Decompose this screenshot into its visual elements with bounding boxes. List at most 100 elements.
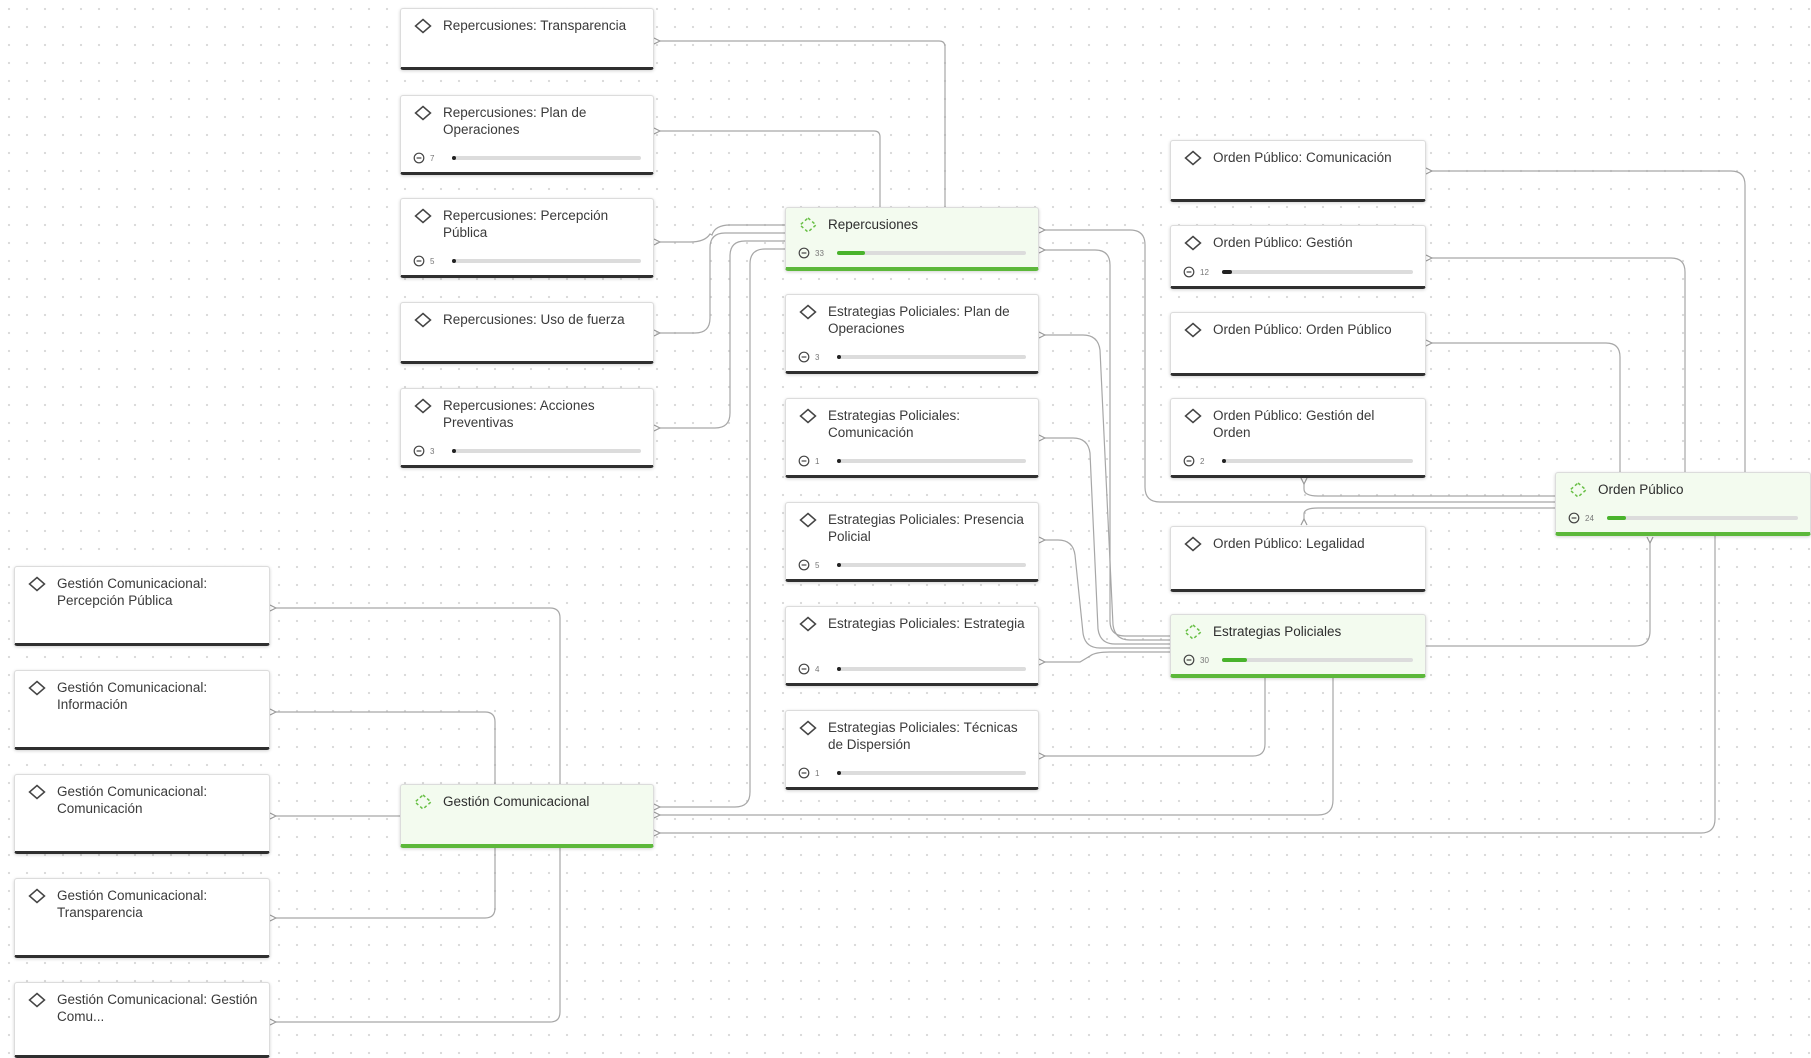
node-header: Repercusiones: Uso de fuerza — [413, 311, 643, 328]
progress-bar — [837, 667, 1026, 671]
node-label: Gestión Comunicacional: Transparencia — [57, 888, 208, 920]
item-count: 5 — [815, 560, 820, 570]
node-progress-row: 24 — [1568, 512, 1798, 524]
node-progress-row: 7 — [413, 152, 641, 164]
node-label: Estrategias Policiales — [1213, 624, 1342, 639]
node-header: Repercusiones: Transparencia — [413, 17, 643, 34]
node-progress-row: 33 — [798, 247, 1026, 259]
node-progress-row: 1 — [798, 455, 1026, 467]
subtopic-node-ep-estrategia[interactable]: Estrategias Policiales: Estrategia 4 — [785, 606, 1039, 686]
node-label: Repercusiones: Transparencia — [443, 18, 627, 33]
dashed-diamond-icon — [1183, 624, 1203, 640]
topic-node-gestion-comunicacional[interactable]: Gestión Comunicacional — [400, 784, 654, 848]
topic-node-repercusiones[interactable]: Repercusiones 33 — [785, 207, 1039, 271]
progress-fill — [837, 355, 841, 359]
progress-fill — [452, 449, 456, 453]
subtopic-node-rep-fuerza[interactable]: Repercusiones: Uso de fuerza — [400, 302, 654, 364]
node-header: Gestión Comunicacional: Información — [27, 679, 259, 713]
subtopic-node-ep-comunicacion[interactable]: Estrategias Policiales: Comunicación 1 — [785, 398, 1039, 478]
connector-orden-publico-to-op-comunicacion — [1432, 171, 1746, 472]
node-label: Estrategias Policiales: Presencia Polici… — [828, 512, 1024, 544]
minus-circle-icon — [798, 663, 810, 675]
minus-circle-icon — [1183, 654, 1195, 666]
node-label: Estrategias Policiales: Comunicación — [828, 408, 961, 440]
node-header: Estrategias Policiales: Comunicación — [798, 407, 1028, 441]
connector-gestion-comunicacional-to-gc-percepcion — [276, 848, 561, 1022]
node-label: Repercusiones — [828, 217, 919, 232]
progress-fill — [837, 771, 841, 775]
diamond-icon — [799, 408, 817, 424]
connector-estrategias-policiales-to-ep-plan — [1045, 335, 1170, 641]
node-label: Gestión Comunicacional: Información — [57, 680, 208, 712]
subtopic-node-rep-plan[interactable]: Repercusiones: Plan de Operaciones 7 — [400, 95, 654, 175]
connector-estrategias-policiales-to-ep-tecnicas — [1045, 678, 1266, 756]
dashed-diamond-icon — [798, 217, 818, 233]
connector-orden-publico-to-op-gestion — [1432, 258, 1686, 472]
minus-circle-icon — [798, 559, 810, 571]
diamond-icon — [28, 992, 46, 1008]
diamond-icon — [799, 720, 817, 736]
connector-gestion-comunicacional-to-gc-transparencia — [276, 848, 496, 918]
item-count: 5 — [430, 256, 435, 266]
subtopic-node-op-comunicacion[interactable]: Orden Público: Comunicación — [1170, 140, 1426, 202]
subtopic-node-gc-transparencia[interactable]: Gestión Comunicacional: Transparencia — [14, 878, 270, 958]
item-count: 12 — [1200, 267, 1209, 277]
node-header: Orden Público: Gestión — [1183, 234, 1415, 251]
progress-fill — [1607, 516, 1627, 520]
progress-bar — [1222, 658, 1413, 662]
subtopic-node-ep-plan[interactable]: Estrategias Policiales: Plan de Operacio… — [785, 294, 1039, 374]
diamond-icon — [1184, 235, 1202, 251]
connector-estrategias-policiales-to-repercusiones — [1045, 250, 1170, 637]
item-count: 2 — [1200, 456, 1205, 466]
subtopic-node-rep-percepcion[interactable]: Repercusiones: Percepción Pública 5 — [400, 198, 654, 278]
subtopic-node-gc-gestion[interactable]: Gestión Comunicacional: Gestión Comu... — [14, 982, 270, 1058]
diamond-icon — [414, 312, 432, 328]
connector-orden-publico-to-op-legalidad — [1304, 507, 1555, 519]
progress-bar — [837, 251, 1026, 255]
item-count: 30 — [1200, 655, 1209, 665]
progress-bar — [837, 459, 1026, 463]
node-progress-row: 4 — [798, 663, 1026, 675]
node-label: Repercusiones: Plan de Operaciones — [443, 105, 587, 137]
node-progress-row: 5 — [413, 255, 641, 267]
node-label: Repercusiones: Percepción Pública — [443, 208, 609, 240]
node-progress-row: 12 — [1183, 266, 1413, 278]
node-label: Estrategias Policiales: Estrategia — [828, 616, 1025, 631]
node-label: Orden Público: Gestión — [1213, 235, 1353, 250]
subtopic-node-op-legalidad[interactable]: Orden Público: Legalidad — [1170, 526, 1426, 592]
diamond-icon — [799, 616, 817, 632]
connector-orden-publico-to-op-gestion-orden — [1304, 484, 1555, 497]
connector-repercusiones-to-gestion-comunicacional — [660, 248, 785, 807]
progress-bar — [1607, 516, 1798, 520]
node-label: Orden Público: Gestión del Orden — [1213, 408, 1375, 440]
progress-fill — [837, 667, 841, 671]
node-header: Estrategias Policiales: Técnicas de Disp… — [798, 719, 1028, 753]
node-header: Gestión Comunicacional: Gestión Comu... — [27, 991, 259, 1025]
subtopic-node-ep-presencia[interactable]: Estrategias Policiales: Presencia Polici… — [785, 502, 1039, 582]
minus-circle-icon — [798, 351, 810, 363]
node-label: Estrategias Policiales: Plan de Operacio… — [828, 304, 1010, 336]
subtopic-node-gc-informacion[interactable]: Gestión Comunicacional: Información — [14, 670, 270, 750]
node-label: Gestión Comunicacional: Percepción Públi… — [57, 576, 208, 608]
node-label: Gestión Comunicacional — [443, 794, 590, 809]
node-progress-row: 3 — [413, 445, 641, 457]
subtopic-node-op-gestion[interactable]: Orden Público: Gestión 12 — [1170, 225, 1426, 289]
node-label: Repercusiones: Uso de fuerza — [443, 312, 625, 327]
progress-bar — [452, 156, 641, 160]
topic-node-estrategias-policiales[interactable]: Estrategias Policiales 30 — [1170, 614, 1426, 678]
diamond-icon — [1184, 150, 1202, 166]
diamond-icon — [1184, 536, 1202, 552]
subtopic-node-ep-tecnicas[interactable]: Estrategias Policiales: Técnicas de Disp… — [785, 710, 1039, 790]
connector-estrategias-policiales-to-ep-comunicacion — [1045, 438, 1170, 645]
node-header: Gestión Comunicacional: Percepción Públi… — [27, 575, 259, 609]
node-header: Repercusiones: Percepción Pública — [413, 207, 643, 241]
subtopic-node-gc-comunicacion[interactable]: Gestión Comunicacional: Comunicación — [14, 774, 270, 854]
subtopic-node-op-orden[interactable]: Orden Público: Orden Público — [1170, 312, 1426, 376]
subtopic-node-gc-percepcion[interactable]: Gestión Comunicacional: Percepción Públi… — [14, 566, 270, 646]
item-count: 1 — [815, 768, 820, 778]
subtopic-node-op-gestion-orden[interactable]: Orden Público: Gestión del Orden 2 — [1170, 398, 1426, 478]
node-progress-row: 1 — [798, 767, 1026, 779]
subtopic-node-rep-transparencia[interactable]: Repercusiones: Transparencia — [400, 8, 654, 70]
